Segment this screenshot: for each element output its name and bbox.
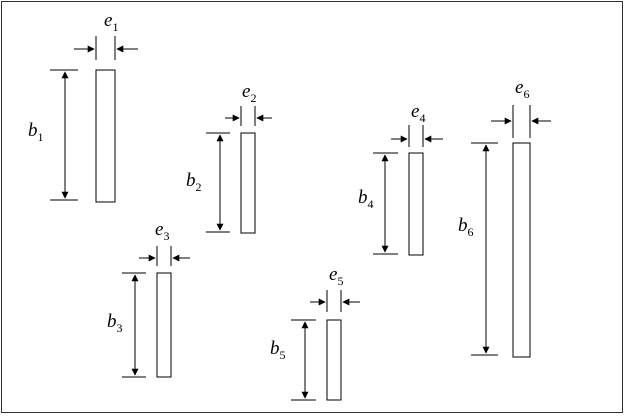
bar-1 bbox=[95, 69, 116, 203]
thickness-label-2: e2 bbox=[242, 81, 256, 105]
bar-6 bbox=[512, 142, 531, 358]
element-1: b1 e1 bbox=[28, 10, 138, 203]
element-2: b2 e2 bbox=[186, 81, 272, 234]
bar-5 bbox=[326, 319, 342, 401]
height-label-3: b3 bbox=[107, 311, 123, 335]
thickness-label-4: e4 bbox=[411, 101, 425, 125]
thickness-label-1: e1 bbox=[104, 10, 118, 34]
thickness-label-3: e3 bbox=[155, 219, 169, 243]
thickness-label-5: e5 bbox=[329, 264, 343, 288]
bar-3 bbox=[156, 272, 172, 378]
thickness-label-6: e6 bbox=[515, 77, 529, 101]
height-label-4: b4 bbox=[358, 187, 374, 211]
element-3: b3 e3 bbox=[107, 219, 190, 378]
element-4: b4 e4 bbox=[358, 101, 443, 256]
element-6: b6 e6 bbox=[458, 77, 551, 358]
bar-4 bbox=[408, 152, 424, 256]
height-label-2: b2 bbox=[186, 170, 202, 194]
bar-2 bbox=[240, 132, 256, 234]
height-label-6: b6 bbox=[458, 215, 474, 239]
height-label-5: b5 bbox=[270, 338, 286, 362]
element-5: b5 e5 bbox=[270, 264, 360, 401]
height-label-1: b1 bbox=[28, 120, 44, 144]
